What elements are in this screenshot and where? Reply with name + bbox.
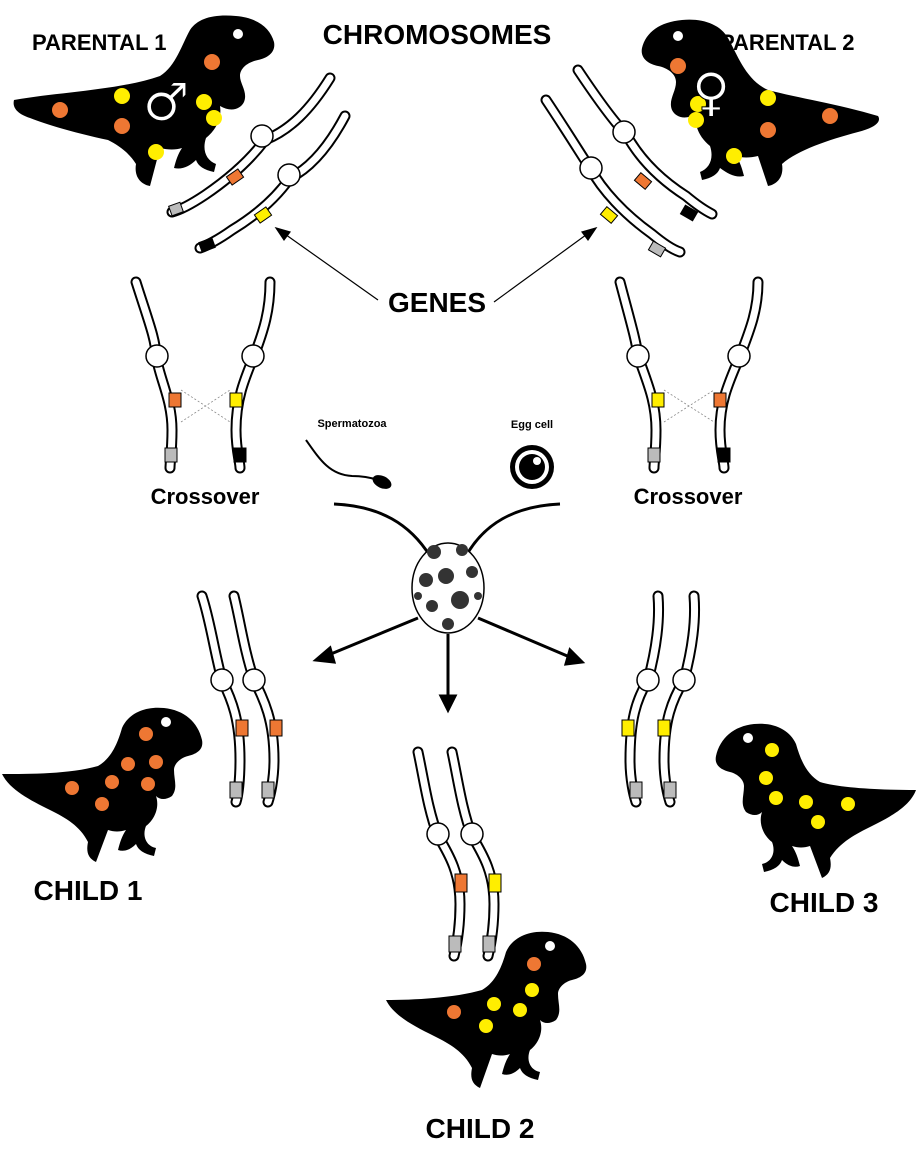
parent2-dino: [641, 19, 880, 186]
parent2-chromosome-b: [540, 94, 686, 258]
genes-label: GENES: [388, 287, 486, 318]
male-symbol: ♂: [143, 73, 190, 133]
crossover-left-chromosomes: [130, 276, 276, 474]
sperm-icon: [305, 439, 392, 489]
sperm-label: Spermatozoa: [317, 418, 387, 430]
child1-label: CHILD 1: [34, 875, 143, 906]
egg-label: Egg cell: [511, 419, 553, 431]
child2-label: CHILD 2: [426, 1113, 535, 1144]
female-symbol: ♀: [692, 63, 730, 123]
genes-arrows: [274, 226, 598, 303]
child2-chromosomes: [412, 746, 502, 962]
parent1-chromosome-a: [166, 72, 336, 218]
parent1-chromosomes: [166, 72, 351, 254]
parent1-label: PARENTAL 1: [32, 30, 166, 55]
parent2-chromosomes: [540, 64, 718, 258]
parent2-chromosome-a: [572, 64, 718, 222]
child3-chromosomes: [621, 590, 700, 808]
crossover-right-chromosomes: [614, 276, 764, 474]
parent2-label: PARENTAL 2: [720, 30, 854, 55]
fertilization-lines: [333, 502, 561, 557]
spotted-egg: [411, 542, 485, 634]
parent1-dino: ♂: [13, 15, 275, 186]
title: CHROMOSOMES: [323, 19, 552, 50]
child2-dino: [386, 931, 587, 1088]
parent1-chromosome-b: [194, 110, 351, 254]
crossover-left-label: Crossover: [151, 484, 260, 509]
child-arrows: [312, 616, 586, 714]
child1-chromosomes: [196, 590, 283, 808]
child3-dino: [715, 723, 916, 878]
egg-cell-icon: [510, 445, 554, 489]
child3-label: CHILD 3: [770, 887, 879, 918]
crossover-right-label: Crossover: [634, 484, 743, 509]
child1-dino: [2, 707, 203, 862]
